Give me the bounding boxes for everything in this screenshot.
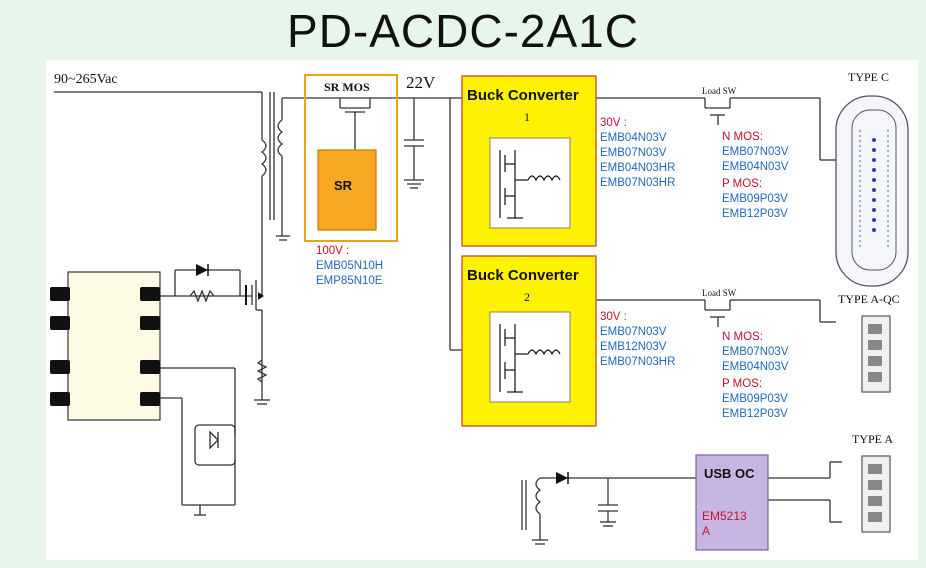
buck1-part: EMB07N03V	[600, 147, 667, 159]
type-a-qc-label: TYPE A-QC	[838, 292, 900, 306]
buck1-part: EMB04N03HR	[600, 162, 676, 174]
load2-nmos-part: EMB04N03V	[722, 361, 789, 373]
load2-pmos-part: EMB12P03V	[722, 408, 788, 420]
usb-oc-title: USB OC	[704, 466, 755, 481]
sr-chip-label: SR	[334, 178, 353, 193]
sr-mos-label: SR MOS	[324, 80, 370, 94]
usb-oc-part: EM5213	[702, 509, 747, 523]
rail-voltage-label: 22V	[406, 73, 436, 92]
load-switch-2-label: Load SW	[702, 288, 737, 298]
type-c-label: TYPE C	[848, 70, 890, 84]
buck2-voltage: 30V :	[600, 311, 627, 323]
sr-voltage: 100V :	[316, 245, 350, 257]
page-title: PD-ACDC-2A1C	[287, 5, 639, 57]
load2-pmos-part: EMB09P03V	[722, 393, 788, 405]
load1-nmos-part: EMB07N03V	[722, 146, 789, 158]
load1-pmos-title: P MOS:	[722, 178, 763, 190]
buck1-part: EMB04N03V	[600, 132, 667, 144]
type-a-label: TYPE A	[852, 432, 894, 446]
load2-nmos-part: EMB07N03V	[722, 346, 789, 358]
load-switch-1-label: Load SW	[702, 86, 737, 96]
buck1-index: 1	[524, 110, 530, 124]
buck2-part: EMB07N03HR	[600, 356, 676, 368]
usb-oc-part-suffix: A	[702, 524, 711, 538]
load1-pmos-part: EMB09P03V	[722, 193, 788, 205]
buck2-title: Buck Converter	[467, 267, 579, 284]
sr-part: EMB05N10H	[316, 260, 384, 272]
load1-nmos-title: N MOS:	[722, 131, 763, 143]
buck2-index: 2	[524, 290, 530, 304]
buck1-title: Buck Converter	[467, 87, 579, 104]
buck1-part: EMB07N03HR	[600, 177, 676, 189]
buck2-part: EMB12N03V	[600, 341, 667, 353]
buck2-part: EMB07N03V	[600, 326, 667, 338]
load1-pmos-part: EMB12P03V	[722, 208, 788, 220]
load2-nmos-title: N MOS:	[722, 331, 763, 343]
input-voltage-label: 90~265Vac	[54, 72, 118, 87]
load1-nmos-part: EMB04N03V	[722, 161, 789, 173]
buck1-voltage: 30V :	[600, 117, 627, 129]
sr-part: EMP85N10E	[316, 275, 383, 287]
load2-pmos-title: P MOS:	[722, 378, 763, 390]
